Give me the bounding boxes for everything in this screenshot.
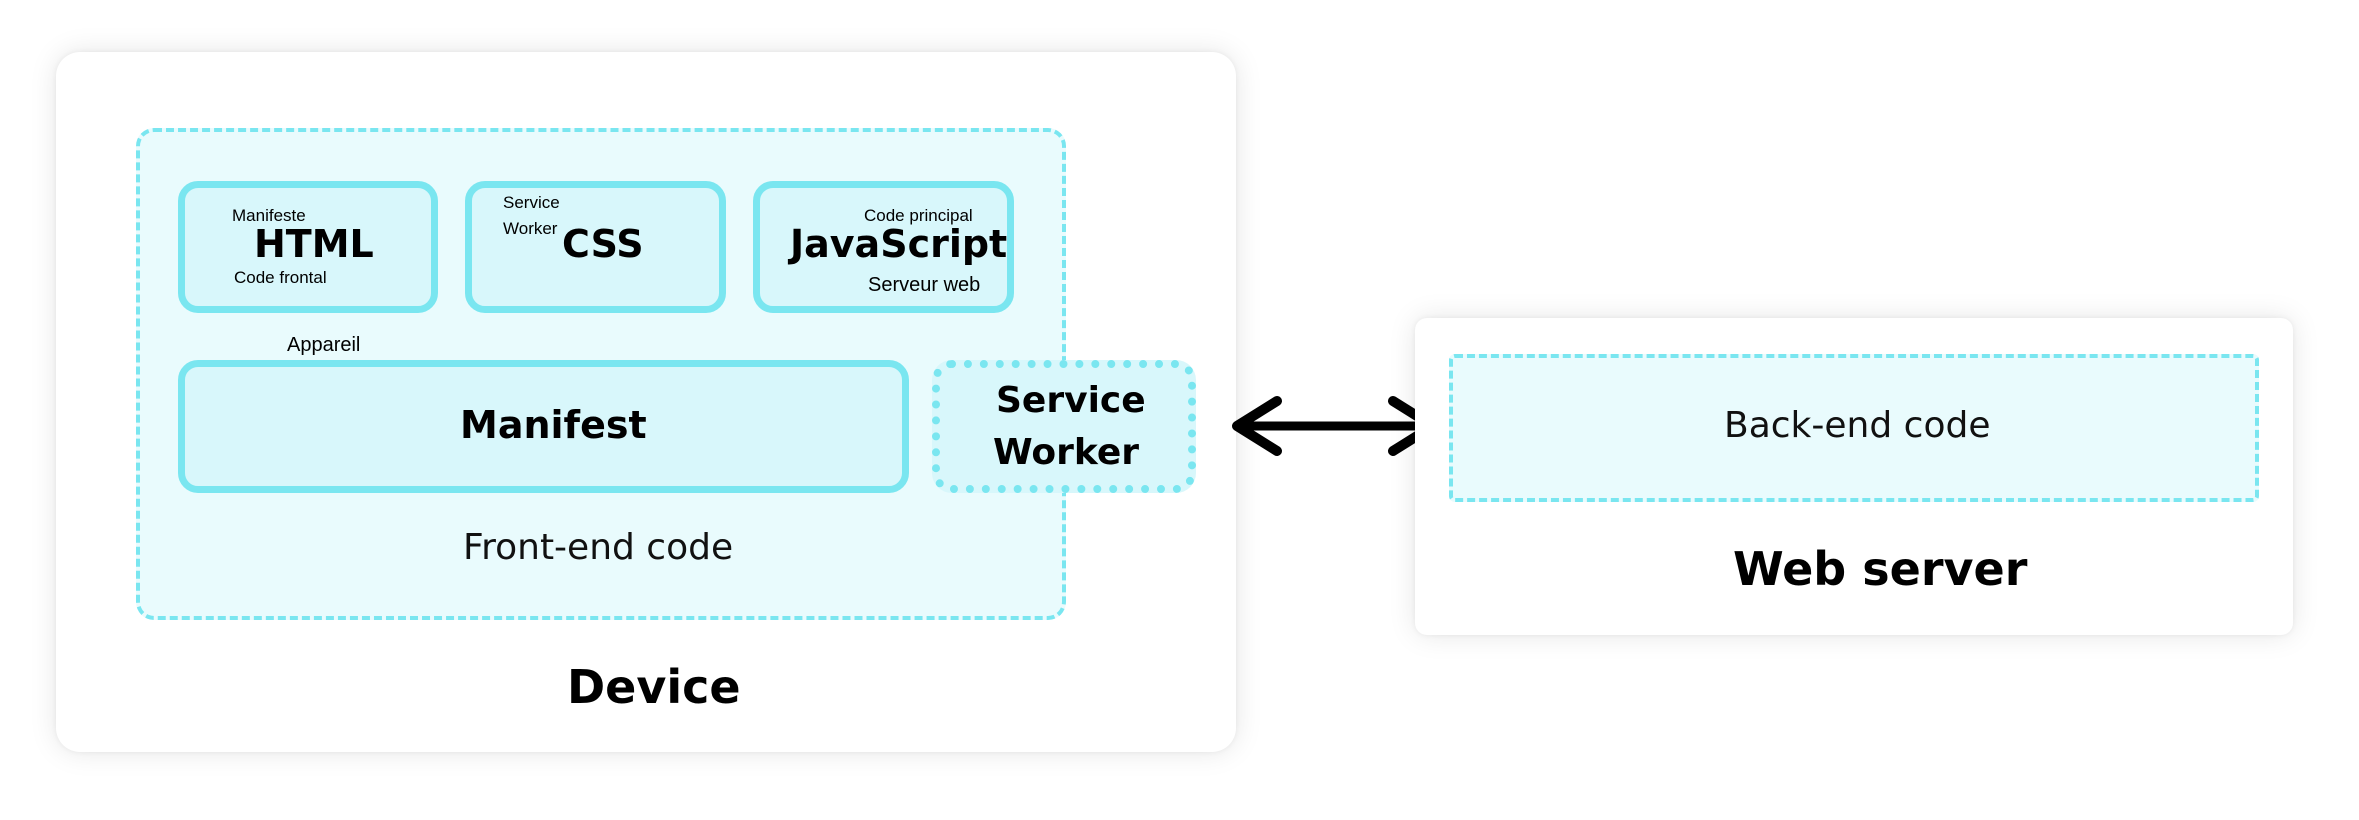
backend-code-region bbox=[1449, 354, 2259, 502]
css-note-top-2: Worker bbox=[503, 219, 558, 238]
service-worker-line2: Worker bbox=[993, 432, 1140, 473]
html-note-top: Manifeste bbox=[232, 206, 306, 225]
backend-code-label: Back-end code bbox=[1724, 405, 1991, 446]
appareil-note: Appareil bbox=[287, 334, 361, 356]
service-worker-box bbox=[932, 360, 1196, 493]
css-title: CSS bbox=[562, 222, 644, 266]
manifest-title: Manifest bbox=[460, 403, 647, 447]
js-note-bottom: Serveur web bbox=[868, 274, 981, 296]
css-note-top-1: Service bbox=[503, 193, 560, 212]
javascript-title: JavaScript bbox=[790, 222, 1008, 266]
service-worker-line1: Service bbox=[996, 380, 1146, 421]
frontend-code-label: Front-end code bbox=[463, 527, 734, 568]
manifest-box bbox=[178, 360, 909, 493]
html-note-bottom: Code frontal bbox=[234, 268, 327, 287]
js-note-top: Code principal bbox=[864, 206, 973, 225]
device-title: Device bbox=[567, 660, 741, 714]
web-server-title: Web server bbox=[1733, 542, 2028, 596]
css-box bbox=[465, 181, 726, 313]
html-title: HTML bbox=[254, 222, 374, 266]
bidirectional-arrow-icon bbox=[1232, 396, 1438, 456]
javascript-box bbox=[753, 181, 1014, 313]
html-box bbox=[178, 181, 438, 313]
